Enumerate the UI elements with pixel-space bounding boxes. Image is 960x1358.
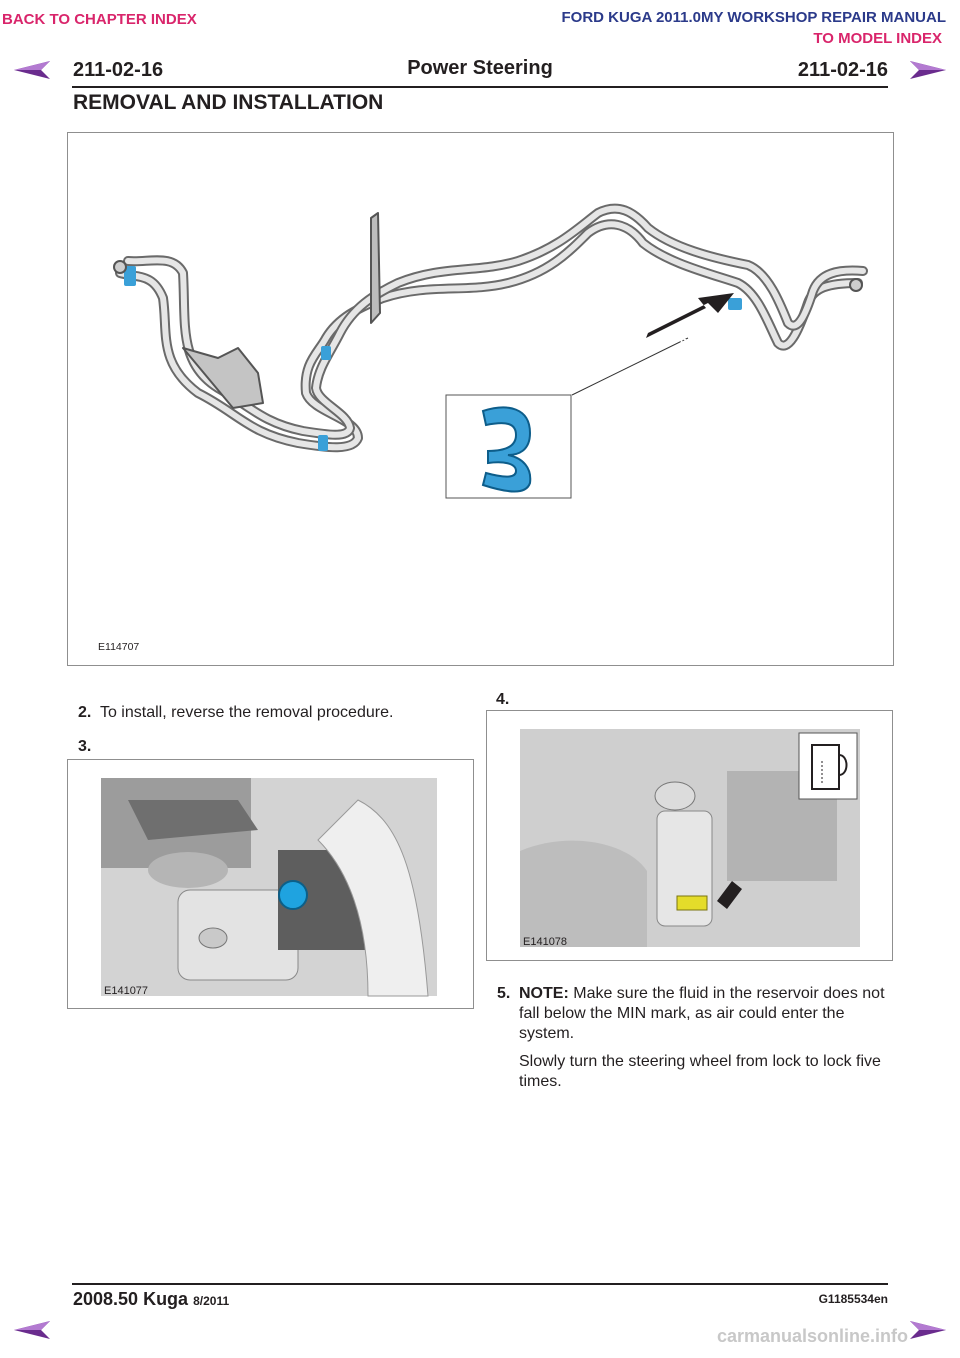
step-2-text: To install, reverse the removal procedur…: [99, 704, 394, 721]
step-3-figure: E141077: [67, 759, 474, 1009]
watermark: carmanualsonline.info: [716, 1326, 908, 1346]
footer-model: 2008.50 Kuga 8/2011: [73, 1289, 230, 1309]
clip-detail-icon: [481, 406, 532, 493]
engine-bay-reservoir-illustration: E141077: [101, 778, 437, 997]
previous-page-arrow-icon[interactable]: [12, 60, 52, 80]
step-2: 2. To install, reverse the removal proce…: [78, 703, 393, 723]
section-title: REMOVAL AND INSTALLATION: [73, 91, 384, 114]
clip-3: [318, 435, 328, 451]
next-page-arrow-icon[interactable]: [908, 60, 948, 80]
min-mark-arrow-icon: [717, 881, 742, 909]
step-3-number: 3.: [78, 738, 92, 755]
clip-4: [728, 298, 742, 310]
clip-1: [124, 266, 136, 286]
bottom-next-page-arrow-icon[interactable]: [908, 1320, 948, 1340]
reservoir-min-mark-illustration: E141078: [520, 729, 860, 948]
callout-arrow-icon: [646, 293, 734, 338]
clip-2: [321, 346, 331, 360]
to-model-index-link[interactable]: TO MODEL INDEX: [813, 30, 942, 47]
step-4-number: 4.: [496, 691, 510, 708]
power-steering-lines-illustration: x4 E114707: [98, 203, 868, 653]
page-number-left: 211-02-16: [73, 59, 164, 81]
header-rule: [72, 86, 888, 88]
page-number-right: 211-02-16: [797, 59, 888, 81]
bottom-previous-page-arrow-icon[interactable]: [12, 1320, 52, 1340]
fluid-jug-icon: [811, 744, 848, 790]
step-5-number: 5.: [497, 985, 511, 1002]
manual-title: FORD KUGA 2011.0MY WORKSHOP REPAIR MANUA…: [561, 9, 947, 26]
footer-date: 8/2011: [193, 1294, 230, 1308]
main-figure: x4 E114707: [67, 132, 894, 666]
figure-id-main: E114707: [98, 641, 139, 653]
step-5-text: Slowly turn the steering wheel from lock…: [519, 1053, 881, 1090]
step-5-note: NOTE: Make sure the fluid in the reservo…: [519, 984, 897, 1044]
step-4-figure: E141078: [486, 710, 893, 961]
back-to-chapter-index-link[interactable]: BACK TO CHAPTER INDEX: [2, 11, 197, 28]
min-mark-highlight: [676, 895, 708, 911]
footer-doc-code: G1185534en: [818, 1292, 888, 1306]
step-5-note-text: Make sure the fluid in the reservoir doe…: [519, 985, 885, 1042]
footer-rule: [72, 1283, 888, 1285]
fluid-reservoir-cap: [278, 880, 308, 910]
step-5-note-label: NOTE:: [519, 985, 569, 1002]
figure-id-step-4: E141078: [523, 936, 567, 948]
step-5: 5. NOTE: Make sure the fluid in the rese…: [497, 984, 897, 1092]
chapter-title: Power Steering: [407, 57, 553, 79]
figure-id-step-3: E141077: [104, 985, 148, 997]
step-2-number: 2.: [78, 704, 92, 721]
